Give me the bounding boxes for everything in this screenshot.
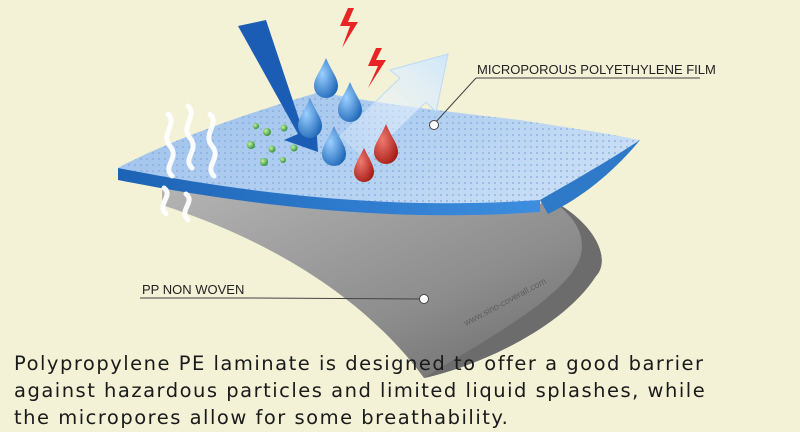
particle-icon <box>253 123 259 129</box>
blood-drop-icon <box>374 124 398 164</box>
water-drop-icon <box>338 82 362 122</box>
pe-film-curl <box>540 140 640 214</box>
pp-nonwoven-edge <box>424 198 602 378</box>
lightning-icon <box>368 48 386 88</box>
pp-nonwoven-layer <box>162 186 602 378</box>
pp-nonwoven-label: PP NON WOVEN <box>142 282 245 297</box>
particle-icon <box>280 124 288 132</box>
particle-icon <box>247 141 255 149</box>
water-drops <box>298 58 362 166</box>
particle-icon <box>260 158 268 166</box>
water-drop-icon <box>298 98 322 138</box>
particle-icon <box>280 157 286 163</box>
lightning-icon <box>340 8 358 48</box>
particle-icon <box>268 145 276 153</box>
water-drop-icon <box>314 58 338 98</box>
caption: Polypropylene PE laminate is designed to… <box>14 350 794 431</box>
caption-line: against hazardous particles and limited … <box>14 379 707 402</box>
particle-icon <box>263 128 271 136</box>
heat-wave-icon <box>160 103 218 223</box>
caption-line: the micropores allow for some breathabil… <box>14 406 510 429</box>
pp-callout <box>140 294 429 304</box>
particles <box>247 123 298 166</box>
water-drop-icon <box>322 126 346 166</box>
film-label: MICROPOROUS POLYETHYLENE FILM <box>477 62 716 77</box>
pe-film-front-edge <box>118 168 540 216</box>
caption-line: Polypropylene PE laminate is designed to… <box>14 352 705 375</box>
particle-icon <box>290 144 298 152</box>
blood-drops <box>354 124 398 182</box>
incoming-arrow-icon <box>238 20 318 152</box>
blood-drop-icon <box>354 148 374 182</box>
film-callout <box>429 77 700 130</box>
